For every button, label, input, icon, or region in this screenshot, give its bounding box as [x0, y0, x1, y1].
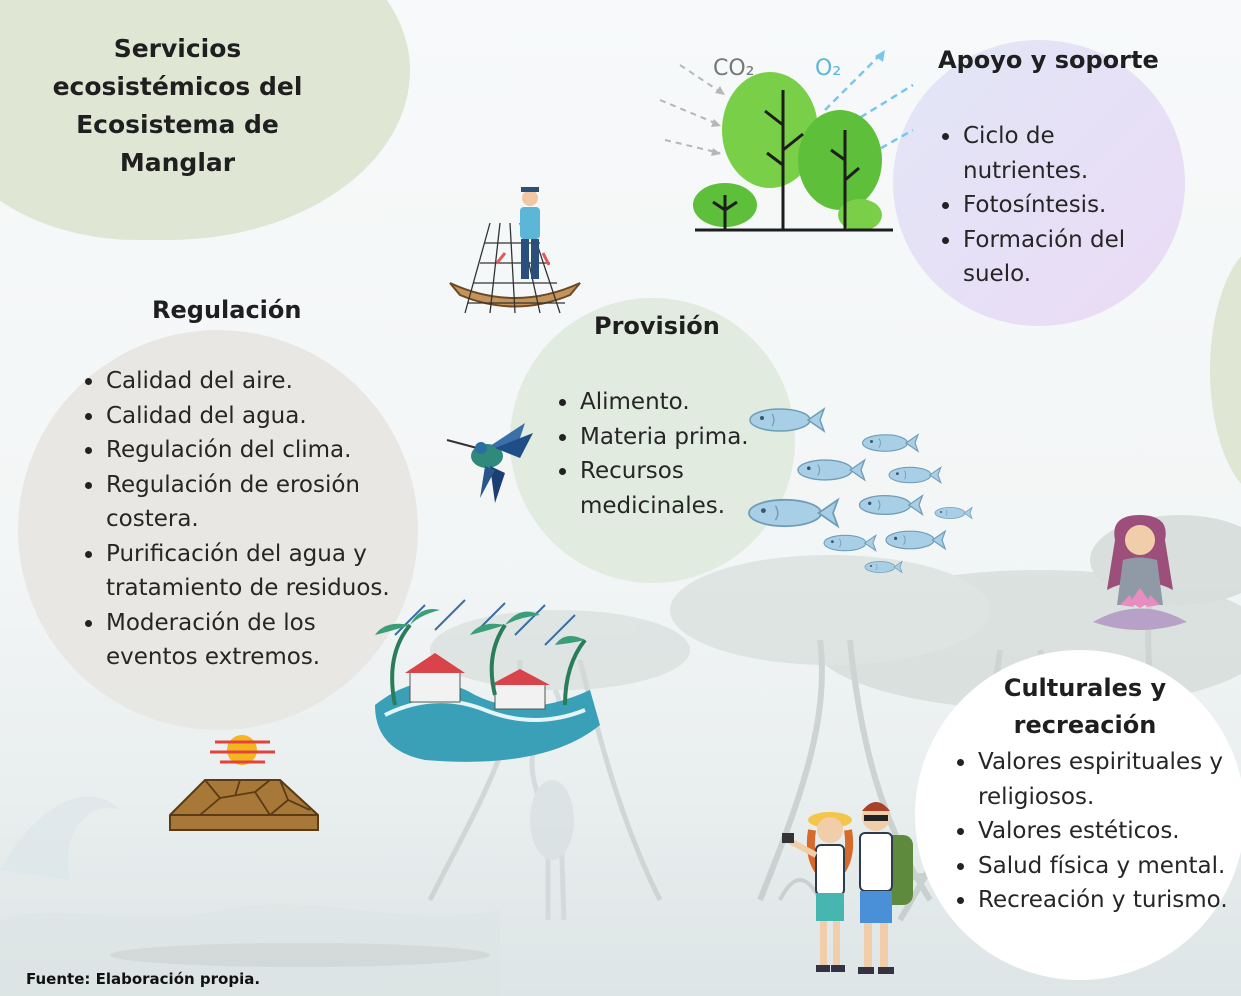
- list-item: Formación del suelo.: [942, 223, 1183, 292]
- regulacion-heading: Regulación: [152, 296, 302, 324]
- apoyo-circle: [893, 40, 1185, 326]
- list-item: Materia prima.: [559, 420, 805, 455]
- list-item: Valores espirituales y religiosos.: [957, 745, 1241, 814]
- cracked-earth-sun-illustration: [169, 735, 319, 831]
- culturales-heading: Culturales y recreación: [1003, 674, 1167, 739]
- regulacion-list: Calidad del aire. Calidad del agua. Regu…: [80, 364, 406, 675]
- apoyo-list: Ciclo de nutrientes. Fotosíntesis. Forma…: [937, 119, 1183, 292]
- regulacion-circle: [18, 330, 418, 730]
- list-item: Salud física y mental.: [957, 849, 1241, 884]
- list-item: Recreación y turismo.: [957, 883, 1241, 918]
- tourists-couple-illustration: [782, 802, 913, 974]
- hummingbird-illustration: [446, 423, 533, 503]
- co2-label: CO₂: [713, 56, 755, 81]
- o2-label: O₂: [815, 56, 841, 81]
- fisherman-boat-illustration: [449, 187, 581, 314]
- storm-flood-illustration: [375, 599, 600, 762]
- list-item: Recursos medicinales.: [559, 454, 805, 523]
- list-item: Calidad del aire.: [85, 364, 406, 399]
- list-item: Regulación del clima.: [85, 433, 406, 468]
- list-item: Regulación de erosión costera.: [85, 468, 406, 537]
- list-item: Valores estéticos.: [957, 814, 1241, 849]
- list-item: Ciclo de nutrientes.: [942, 119, 1183, 188]
- culturales-list: Valores espirituales y religiosos. Valor…: [952, 745, 1241, 918]
- list-item: Purificación del agua y tratamiento de r…: [85, 537, 406, 606]
- provision-list: Alimento. Materia prima. Recursos medici…: [554, 385, 805, 523]
- list-item: Alimento.: [559, 385, 805, 420]
- tree-co2-o2-illustration: CO₂ O₂: [659, 50, 914, 232]
- culturales-circle: [915, 650, 1241, 980]
- list-item: Moderación de los eventos extremos.: [85, 606, 406, 675]
- apoyo-heading: Apoyo y soporte: [938, 46, 1159, 74]
- provision-heading: Provisión: [594, 312, 720, 340]
- meditating-woman-illustration: [1093, 515, 1187, 630]
- page-title: Servicios ecosistémicos del Ecosistema d…: [52, 34, 303, 177]
- source-note: Fuente: Elaboración propia.: [26, 970, 261, 988]
- provision-circle: [510, 298, 795, 583]
- list-item: Fotosíntesis.: [942, 188, 1183, 223]
- list-item: Calidad del agua.: [85, 399, 406, 434]
